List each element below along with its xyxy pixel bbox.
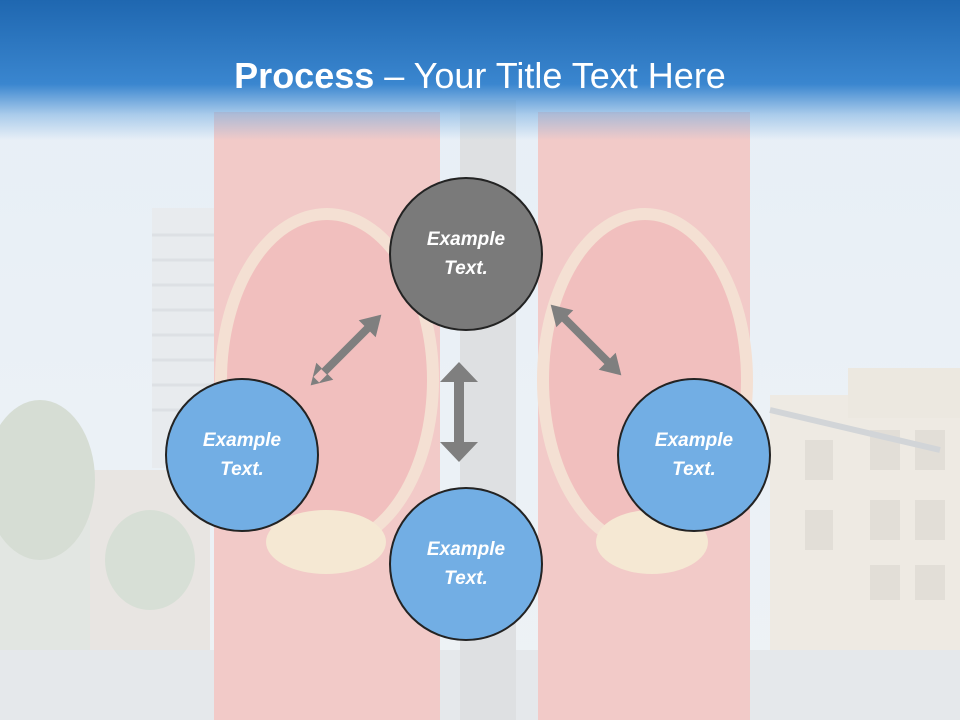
process-node-bottom: Example Text.: [389, 487, 543, 641]
node-top-label: Example Text.: [426, 229, 506, 279]
node-left-label: Example Text.: [202, 430, 282, 480]
process-node-right: Example Text.: [617, 378, 771, 532]
title-rest: – Your Title Text Here: [374, 55, 726, 96]
double-arrow-icon: [440, 362, 478, 462]
node-bottom-label: Example Text.: [426, 539, 506, 589]
double-arrow-icon: [310, 314, 382, 386]
double-arrow-icon: [550, 304, 622, 376]
slide-title: Process – Your Title Text Here: [0, 54, 960, 98]
node-right-label: Example Text.: [654, 430, 734, 480]
process-node-top: Example Text.: [389, 177, 543, 331]
process-node-left: Example Text.: [165, 378, 319, 532]
title-bold: Process: [234, 55, 375, 96]
title-bar: [0, 0, 960, 140]
